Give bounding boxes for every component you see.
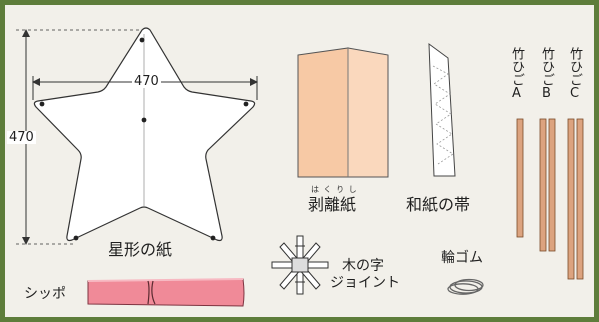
star-paper-label: 星形の紙 [108,240,173,259]
release-paper-label: 剥離紙 [308,195,357,214]
release-paper-ruby: は く り し [311,185,358,194]
tail-label: シッポ [24,286,66,302]
bamboo-stick-c-label: 竹ひごC [567,47,582,101]
joint-label-line1: 木の字 [342,258,384,274]
star-paper [33,27,256,242]
bamboo-stick-c [567,118,584,280]
bamboo-stick-a [516,118,524,238]
star-width-dimension: 470 [132,74,161,89]
rubber-bands [447,278,484,295]
rubber-band-label: 輪ゴム [441,250,483,266]
tail [87,278,245,307]
washi-band [428,42,456,177]
joint-label-line2: ジョイント [330,275,400,291]
bamboo-stick-a-label: 竹ひごA [509,47,524,101]
bamboo-stick-b-label: 竹ひごB [539,47,554,101]
star-height-dimension: 470 [7,130,36,145]
bamboo-stick-b [539,118,556,252]
wood-joint [271,235,329,295]
release-paper [297,47,389,178]
washi-band-label: 和紙の帯 [406,195,471,214]
